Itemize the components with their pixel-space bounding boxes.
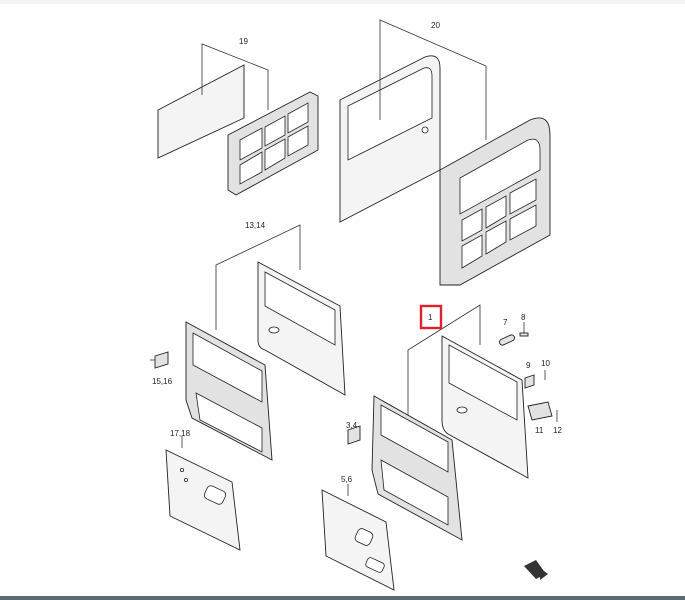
part-7-pin[interactable] <box>498 334 515 346</box>
front-arrow-icon <box>524 560 548 580</box>
part-20-door-outer[interactable] <box>339 55 441 223</box>
part-3-4-hinge[interactable] <box>347 425 361 445</box>
part-9-clip[interactable] <box>524 374 535 389</box>
callout-15-16[interactable]: 15,16 <box>152 377 173 386</box>
part-19-frame[interactable] <box>227 91 319 196</box>
callout-1[interactable]: 1 <box>428 313 433 322</box>
top-edge <box>0 0 685 4</box>
leader-1 <box>407 304 481 440</box>
part-17-18-trim[interactable] <box>165 449 241 551</box>
callout-8[interactable]: 8 <box>521 313 526 322</box>
leader-20 <box>379 19 487 140</box>
part-left-door-frame[interactable] <box>185 321 273 461</box>
part-13-14-door-outer[interactable] <box>257 261 346 396</box>
callout-20[interactable]: 20 <box>431 21 440 30</box>
callout-7[interactable]: 7 <box>503 318 508 327</box>
callout-3-4[interactable]: 3,4 <box>346 421 358 430</box>
callout-10[interactable]: 10 <box>541 359 550 368</box>
part-11-bracket[interactable] <box>527 401 553 421</box>
callout-5-6[interactable]: 5,6 <box>341 475 353 484</box>
callout-9[interactable]: 9 <box>526 361 531 370</box>
highlight-box <box>419 304 443 330</box>
callout-13-14[interactable]: 13,14 <box>245 221 266 230</box>
leader-19 <box>201 43 269 110</box>
callout-17-18[interactable]: 17,18 <box>170 429 191 438</box>
part-right-door-frame[interactable] <box>371 395 463 541</box>
part-5-6-trim[interactable] <box>321 489 395 591</box>
part-19-glass[interactable] <box>157 64 245 159</box>
part-1-door-outer[interactable] <box>441 335 529 479</box>
part-20-door-frame[interactable] <box>439 117 551 286</box>
bottom-edge <box>0 596 685 600</box>
callout-11[interactable]: 11 <box>535 426 544 435</box>
leader-13-14 <box>215 224 301 330</box>
callout-19[interactable]: 19 <box>239 37 248 46</box>
part-15-16-hinge[interactable] <box>150 351 169 369</box>
part-8-bolt[interactable] <box>519 322 529 337</box>
callout-12[interactable]: 12 <box>553 426 562 435</box>
